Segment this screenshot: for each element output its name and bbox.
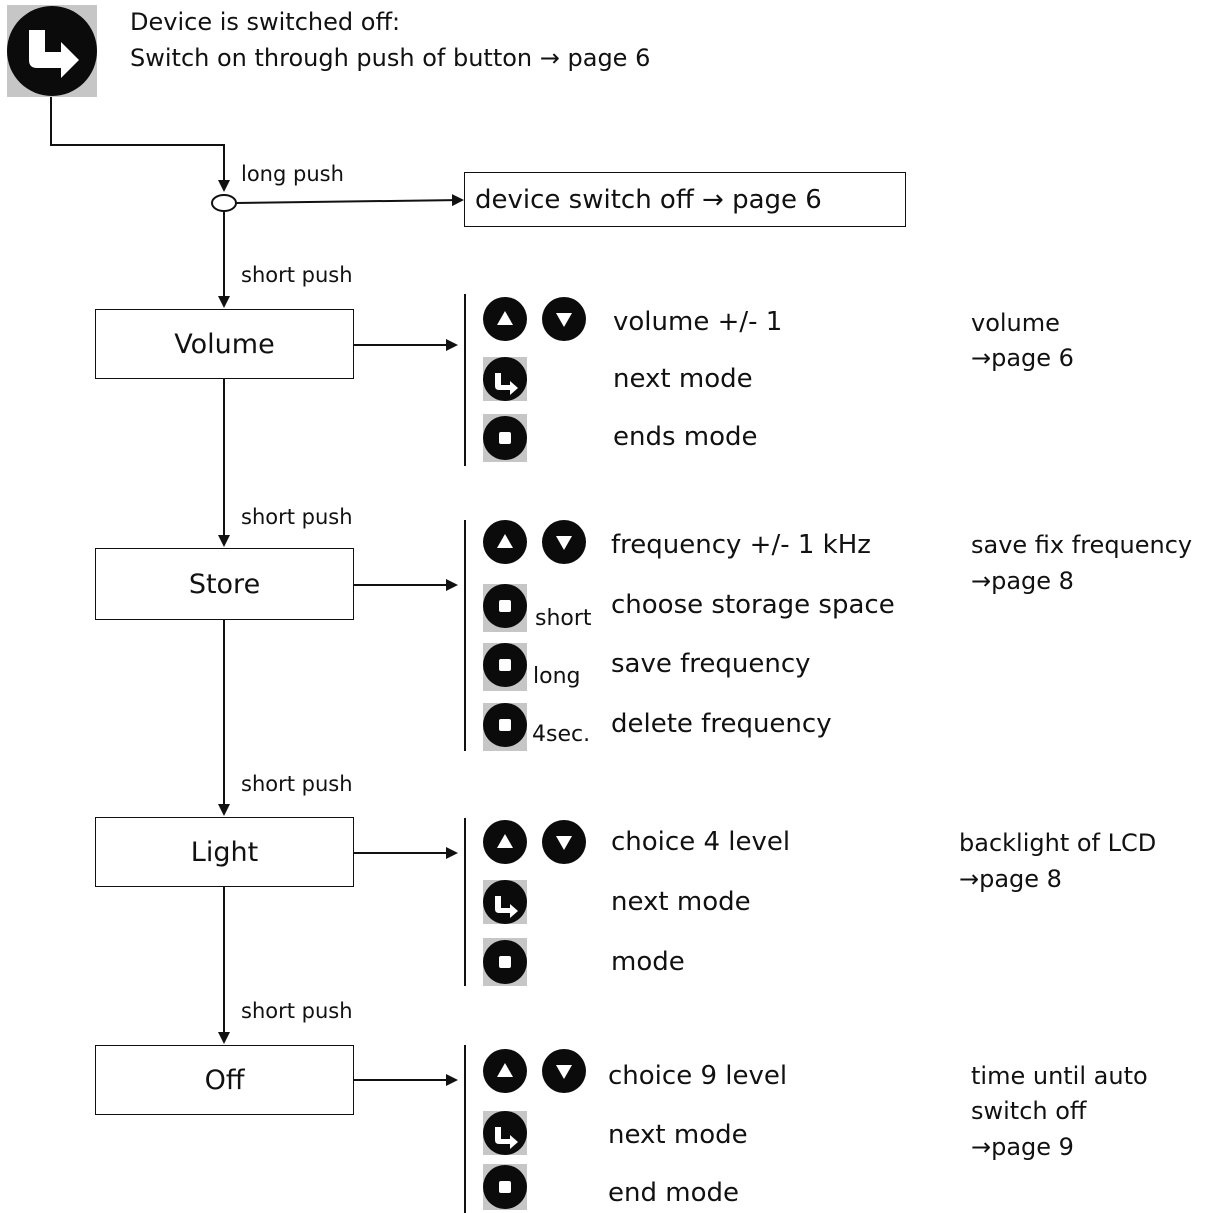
forward-arrow-icon — [495, 896, 518, 918]
down-button — [542, 820, 586, 864]
store-modifier-4sec: 4sec. — [532, 722, 591, 747]
short-push-label-4: short push — [241, 999, 353, 1023]
up-button — [483, 1049, 527, 1093]
stop-button — [483, 584, 527, 628]
store-action-4: delete frequency — [611, 709, 832, 739]
off-note-3: →page 9 — [971, 1133, 1074, 1161]
store-modifier-short: short — [535, 606, 592, 631]
square-icon — [499, 432, 511, 444]
off-action-1: choice 9 level — [608, 1061, 788, 1091]
volume-note-2: →page 6 — [971, 344, 1074, 372]
header-line-2: Switch on through push of button → page … — [130, 44, 651, 72]
stop-button — [483, 703, 527, 747]
square-icon — [499, 600, 511, 612]
header-line-1: Device is switched off: — [130, 8, 401, 36]
down-triangle-icon — [556, 313, 572, 327]
square-icon — [499, 719, 511, 731]
short-push-label-3: short push — [241, 772, 353, 796]
off-action-3: end mode — [608, 1178, 739, 1208]
stop-button — [483, 940, 527, 984]
forward-arrow-icon — [29, 30, 79, 78]
off-note-1: time until auto — [971, 1062, 1148, 1090]
store-note-2: →page 8 — [971, 567, 1074, 595]
square-icon — [499, 659, 511, 671]
forward-arrow-icon — [495, 1127, 518, 1149]
store-note-1: save fix frequency — [971, 531, 1193, 559]
down-button — [542, 520, 586, 564]
volume-action-2: next mode — [613, 364, 753, 394]
volume-action-3: ends mode — [613, 422, 758, 452]
light-note-1: backlight of LCD — [959, 829, 1157, 857]
short-push-label-1: short push — [241, 263, 353, 287]
mode-box-store: Store — [95, 548, 354, 620]
up-button — [483, 297, 527, 341]
mode-box-volume: Volume — [95, 309, 354, 379]
off-note-2: switch off — [971, 1097, 1087, 1125]
volume-note-1: volume — [971, 309, 1060, 337]
down-triangle-icon — [556, 836, 572, 850]
off-action-2: next mode — [608, 1120, 748, 1150]
mode-box-light: Light — [95, 817, 354, 887]
square-icon — [499, 1181, 511, 1193]
power-button[interactable] — [7, 6, 97, 96]
down-button — [542, 1049, 586, 1093]
stop-button — [483, 643, 527, 687]
stop-button — [483, 416, 527, 460]
switch-off-box: device switch off → page 6 — [464, 172, 906, 227]
light-note-2: →page 8 — [959, 865, 1062, 893]
square-icon — [499, 956, 511, 968]
down-triangle-icon — [556, 1065, 572, 1079]
store-action-2: choose storage space — [611, 590, 895, 620]
enter-button — [483, 1111, 527, 1155]
up-button — [483, 820, 527, 864]
store-action-3: save frequency — [611, 649, 811, 679]
up-button — [483, 520, 527, 564]
store-action-1: frequency +/- 1 kHz — [611, 530, 871, 560]
short-push-label-2: short push — [241, 505, 353, 529]
light-action-1: choice 4 level — [611, 827, 791, 857]
volume-action-1: volume +/- 1 — [613, 307, 783, 337]
light-action-2: next mode — [611, 887, 751, 917]
enter-button — [483, 357, 527, 401]
enter-button — [483, 880, 527, 924]
up-triangle-icon — [497, 311, 513, 325]
long-push-label: long push — [241, 162, 344, 186]
light-action-3: mode — [611, 947, 685, 977]
mode-box-off: Off — [95, 1045, 354, 1115]
up-triangle-icon — [497, 834, 513, 848]
stop-button — [483, 1165, 527, 1209]
down-triangle-icon — [556, 536, 572, 550]
store-modifier-long: long — [533, 664, 581, 689]
up-triangle-icon — [497, 534, 513, 548]
down-button — [542, 297, 586, 341]
forward-arrow-icon — [495, 373, 518, 395]
up-triangle-icon — [497, 1063, 513, 1077]
